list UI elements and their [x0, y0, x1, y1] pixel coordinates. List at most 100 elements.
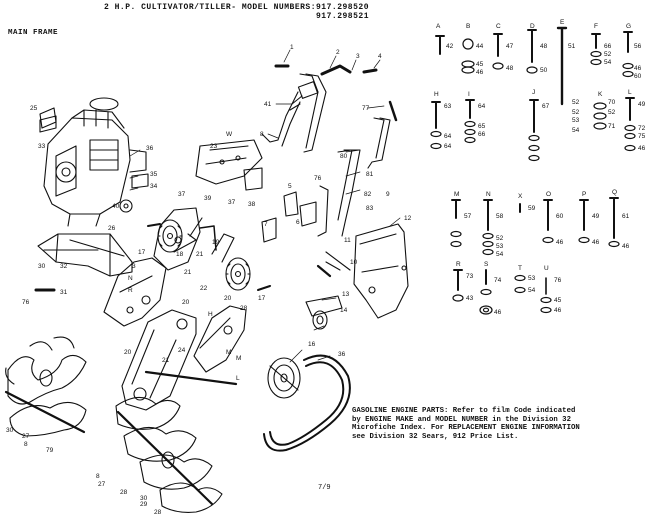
svg-text:T: T [518, 265, 522, 272]
svg-text:27: 27 [22, 433, 30, 440]
svg-text:46: 46 [556, 239, 564, 246]
svg-text:60: 60 [556, 213, 564, 220]
tine-assembly-right [115, 396, 223, 513]
svg-text:30: 30 [6, 427, 14, 434]
transport-wheel-left [157, 219, 183, 253]
svg-text:46: 46 [622, 243, 630, 250]
svg-text:53: 53 [496, 243, 504, 250]
svg-text:22: 22 [200, 285, 208, 292]
svg-text:64: 64 [444, 133, 452, 140]
svg-text:54: 54 [572, 127, 580, 134]
svg-text:B: B [466, 23, 470, 30]
svg-text:58: 58 [496, 213, 504, 220]
note-line: Microfiche Index. For REPLACEMENT ENGINE… [352, 424, 580, 433]
tine-assembly-left [4, 336, 87, 437]
svg-text:N: N [128, 275, 133, 282]
svg-text:10: 10 [350, 259, 358, 266]
svg-text:J: J [532, 89, 535, 96]
svg-text:F: F [594, 23, 598, 30]
svg-text:28: 28 [240, 305, 248, 312]
svg-text:37: 37 [228, 199, 236, 206]
svg-text:13: 13 [342, 291, 350, 298]
svg-text:66: 66 [604, 43, 612, 50]
svg-text:54: 54 [528, 287, 536, 294]
svg-text:42: 42 [446, 43, 454, 50]
idler-bracket-13 [305, 295, 343, 317]
svg-text:43: 43 [466, 295, 474, 302]
center-frame-plate [153, 207, 201, 271]
svg-text:39: 39 [204, 195, 212, 202]
svg-text:34: 34 [150, 183, 158, 190]
svg-text:76: 76 [22, 299, 30, 306]
clutch-rod [325, 251, 351, 271]
svg-text:65: 65 [478, 123, 486, 130]
svg-text:40: 40 [112, 203, 120, 210]
svg-text:U: U [544, 265, 549, 272]
svg-text:61: 61 [622, 213, 630, 220]
svg-text:48: 48 [540, 43, 548, 50]
svg-text:18: 18 [176, 251, 184, 258]
pulley-16 [267, 357, 301, 399]
svg-text:N: N [486, 191, 491, 198]
svg-text:31: 31 [60, 289, 68, 296]
svg-text:26: 26 [108, 225, 116, 232]
svg-text:8: 8 [260, 131, 264, 138]
svg-text:Q: Q [612, 189, 617, 196]
link-7 [261, 217, 277, 243]
svg-text:51: 51 [568, 43, 576, 50]
section-label-main-frame: MAIN FRAME [8, 29, 59, 37]
decal-25 [39, 107, 57, 129]
decal-38 [243, 167, 263, 191]
svg-text:48: 48 [506, 65, 514, 72]
svg-text:6: 6 [296, 219, 300, 226]
right-frame-plate [193, 305, 247, 373]
drive-belt-36 [263, 354, 351, 452]
svg-text:H: H [208, 311, 213, 318]
svg-text:52: 52 [604, 51, 612, 58]
svg-text:H: H [434, 91, 439, 98]
chain-case [121, 309, 197, 411]
svg-text:38: 38 [248, 201, 256, 208]
shield-assembly [353, 223, 409, 319]
svg-text:P: P [582, 191, 586, 198]
svg-text:21: 21 [196, 251, 204, 258]
svg-text:41: 41 [264, 101, 272, 108]
svg-text:8: 8 [96, 473, 100, 480]
engine [39, 97, 149, 227]
svg-text:29: 29 [140, 501, 148, 508]
svg-text:5: 5 [288, 183, 292, 190]
svg-text:R: R [456, 261, 461, 268]
svg-text:47: 47 [506, 43, 514, 50]
svg-text:76: 76 [554, 277, 562, 284]
svg-text:I: I [468, 91, 470, 98]
svg-text:19: 19 [212, 239, 220, 246]
wheel-arm-right [211, 233, 235, 263]
svg-text:46: 46 [638, 145, 646, 152]
svg-text:45: 45 [476, 61, 484, 68]
svg-text:M: M [454, 191, 459, 198]
svg-text:83: 83 [366, 205, 374, 212]
svg-text:70: 70 [608, 99, 616, 106]
svg-text:25: 25 [30, 105, 38, 112]
svg-text:21: 21 [162, 357, 170, 364]
svg-text:9: 9 [386, 191, 390, 198]
svg-text:46: 46 [476, 69, 484, 76]
svg-text:16: 16 [308, 341, 316, 348]
svg-text:71: 71 [608, 123, 616, 130]
svg-text:28: 28 [154, 509, 162, 516]
svg-text:53: 53 [572, 117, 580, 124]
note-line: GASOLINE ENGINE PARTS: Refer to film Cod… [352, 407, 576, 415]
svg-text:46: 46 [592, 239, 600, 246]
svg-text:33: 33 [38, 143, 46, 150]
svg-text:46: 46 [634, 65, 642, 72]
svg-text:45: 45 [554, 297, 562, 304]
svg-text:30: 30 [38, 263, 46, 270]
svg-text:D: D [530, 23, 535, 30]
svg-text:2: 2 [336, 49, 340, 56]
diagram-title: 2 H.P. CULTIVATOR/TILLER- MODEL NUMBERS: [104, 3, 317, 12]
svg-text:74: 74 [494, 277, 502, 284]
svg-text:35: 35 [150, 171, 158, 178]
svg-text:46: 46 [494, 309, 502, 316]
